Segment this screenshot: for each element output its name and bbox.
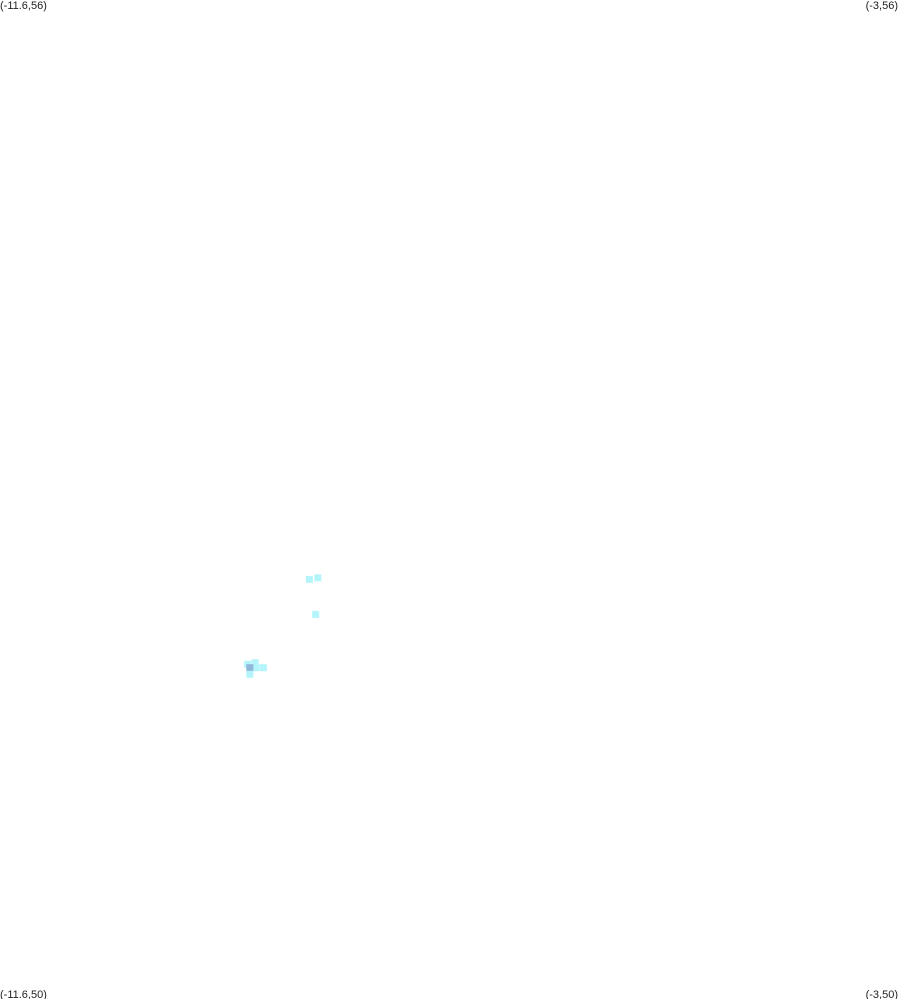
- map-marker[interactable]: [305, 575, 313, 583]
- map-marker[interactable]: [252, 664, 260, 672]
- map-marker[interactable]: [259, 664, 267, 672]
- map-marker[interactable]: [251, 659, 259, 667]
- corner-coordinate-bottom-right: (-3,50): [865, 989, 898, 999]
- map-marker[interactable]: [246, 670, 254, 678]
- map-marker[interactable]: [312, 610, 320, 618]
- map-marker-highlighted[interactable]: [246, 664, 254, 672]
- corner-coordinate-top-right: (-3,56): [865, 0, 898, 12]
- map-marker[interactable]: [314, 574, 322, 582]
- corner-coordinate-top-left: (-11.6,56): [0, 0, 47, 12]
- corner-coordinate-bottom-left: (-11.6,50): [0, 989, 47, 999]
